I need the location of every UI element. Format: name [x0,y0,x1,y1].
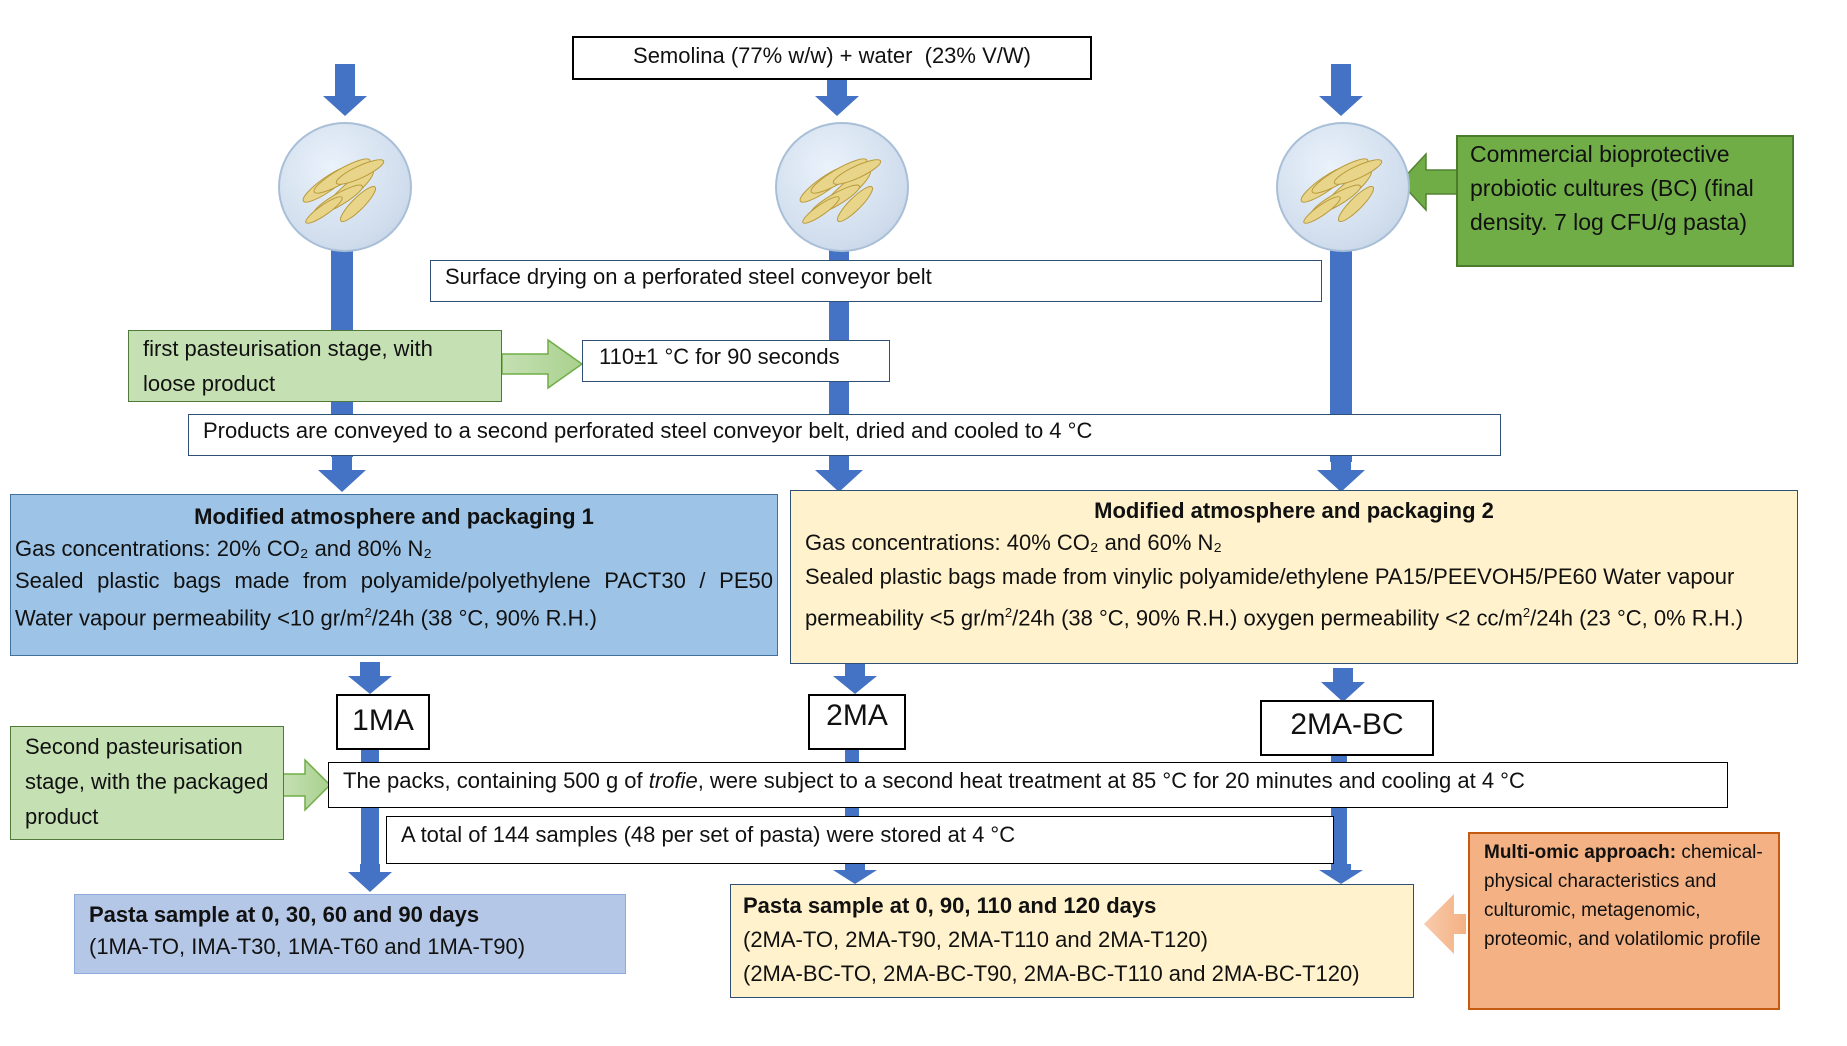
orange-arrow-multiomic [1424,894,1466,954]
ma2-bags-sup2: 2 [1522,605,1531,620]
down-arrow-middle-sample [833,864,877,884]
down-arrow-right-ma [1317,456,1365,492]
green-arrow-second-pasteurisation [282,758,332,812]
sample1-title: Pasta sample at 0, 30, 60 and 90 days [89,902,480,927]
semolina-box: Semolina (77% w/w) + water (23% V/W) [572,36,1092,80]
down-arrow-right-label [1321,668,1365,702]
multiomic-text: chemical-physical characteristics and cu… [1484,842,1763,950]
stored-text: A total of 144 samples (48 per set of pa… [401,822,1016,847]
ma1-bags-b: /24h (38 °C, 90% R.H.) [371,605,597,631]
green-arrow-first-pasteurisation [501,338,584,390]
right-column-bar [1330,232,1352,462]
sample1-box: Pasta sample at 0, 30, 60 and 90 days (1… [74,894,626,974]
second-pasteurisation-box: Second pasteurisation stage, with the pa… [10,726,284,840]
down-arrow-middle-label [833,662,877,694]
sample1-line1: (1MA-TO, IMA-T30, 1MA-T60 and 1MA-T90) [89,934,526,959]
multiomic-box: Multi-omic approach: chemical-physical c… [1468,832,1780,1010]
pasta-icon [799,158,882,224]
label-2ma-bc-text: 2MA-BC [1290,708,1404,741]
ma2-bags-sup1: 2 [1004,605,1013,620]
packs-box: The packs, containing 500 g of trofie, w… [328,762,1728,808]
down-arrow-right-sample [1319,864,1363,884]
ma2-title: Modified atmosphere and packaging 2 [1094,498,1494,523]
sample2-line1: (2MA-TO, 2MA-T90, 2MA-T110 and 2MA-T120) [743,927,1208,952]
stored-box: A total of 144 samples (48 per set of pa… [386,816,1334,864]
bioprotective-text: Commercial bioprotective probiotic cultu… [1470,141,1754,235]
ma1-bags-sup: 2 [364,605,372,620]
label-2ma-bc: 2MA-BC [1260,700,1434,756]
green-arrow-bioprotective [1398,152,1459,212]
ma1-box: Modified atmosphere and packaging 1 Gas … [10,494,778,656]
first-pasteurisation-text: first pasteurisation stage, with loose p… [143,336,433,396]
multiomic-title: Multi-omic approach: [1484,842,1677,863]
sample2-title: Pasta sample at 0, 90, 110 and 120 days [743,893,1157,918]
conveyed-text: Products are conveyed to a second perfor… [203,418,1093,443]
packs-text-italic: trofie [648,768,698,793]
label-1ma: 1MA [336,694,430,750]
first-temperature-box: 110±1 °C for 90 seconds [582,340,890,382]
first-temperature-text: 110±1 °C for 90 seconds [599,344,840,369]
pasta-icon [302,158,385,224]
conveyed-box: Products are conveyed to a second perfor… [188,414,1501,456]
packs-text-before: The packs, containing 500 g of [343,768,649,793]
pasta-image-left [278,122,412,252]
sample2-line2: (2MA-BC-TO, 2MA-BC-T90, 2MA-BC-T110 and … [743,961,1360,986]
pasta-icon [1300,158,1383,224]
label-1ma-text: 1MA [352,704,414,737]
ma1-bags-a: Sealed plastic bags made from polyamide/… [15,568,773,631]
down-arrow-middle-top [815,78,859,116]
surface-drying-box: Surface drying on a perforated steel con… [430,260,1322,302]
bioprotective-box: Commercial bioprotective probiotic cultu… [1456,135,1794,267]
first-pasteurisation-box: first pasteurisation stage, with loose p… [128,330,502,402]
ma2-bags-a: Sealed plastic bags made from vinylic po… [805,564,1735,631]
ma2-bags-c: /24h (23 °C, 0% R.H.) [1530,605,1744,631]
ma1-title: Modified atmosphere and packaging 1 [194,504,594,529]
semolina-text: Semolina (77% w/w) + water (23% V/W) [633,43,1031,68]
pasta-image-middle [775,122,909,252]
down-arrow-left-label [348,662,392,694]
down-arrow-right-top [1319,64,1363,116]
surface-drying-text: Surface drying on a perforated steel con… [445,264,932,289]
sample2-box: Pasta sample at 0, 90, 110 and 120 days … [730,884,1414,998]
ma1-gas: Gas concentrations: 20% CO₂ and 80% N₂ [15,536,432,561]
pasta-image-right [1276,122,1410,252]
ma1-bags: Sealed plastic bags made from polyamide/… [15,565,773,634]
down-arrow-middle-ma [815,456,863,492]
down-arrow-left-sample [348,864,392,892]
label-2ma: 2MA [808,694,906,750]
second-pasteurisation-text: Second pasteurisation stage, with the pa… [25,734,269,829]
ma2-bags-b: /24h (38 °C, 90% R.H.) oxygen permeabili… [1012,605,1523,631]
down-arrow-left-ma [318,456,366,492]
ma2-box: Modified atmosphere and packaging 2 Gas … [790,490,1798,664]
packs-text-after: , were subject to a second heat treatmen… [697,768,1525,793]
ma2-gas: Gas concentrations: 40% CO₂ and 60% N₂ [805,530,1222,555]
down-arrow-left-top [323,64,367,116]
ma2-bags: Sealed plastic bags made from vinylic po… [805,559,1783,636]
label-2ma-text: 2MA [826,699,888,732]
